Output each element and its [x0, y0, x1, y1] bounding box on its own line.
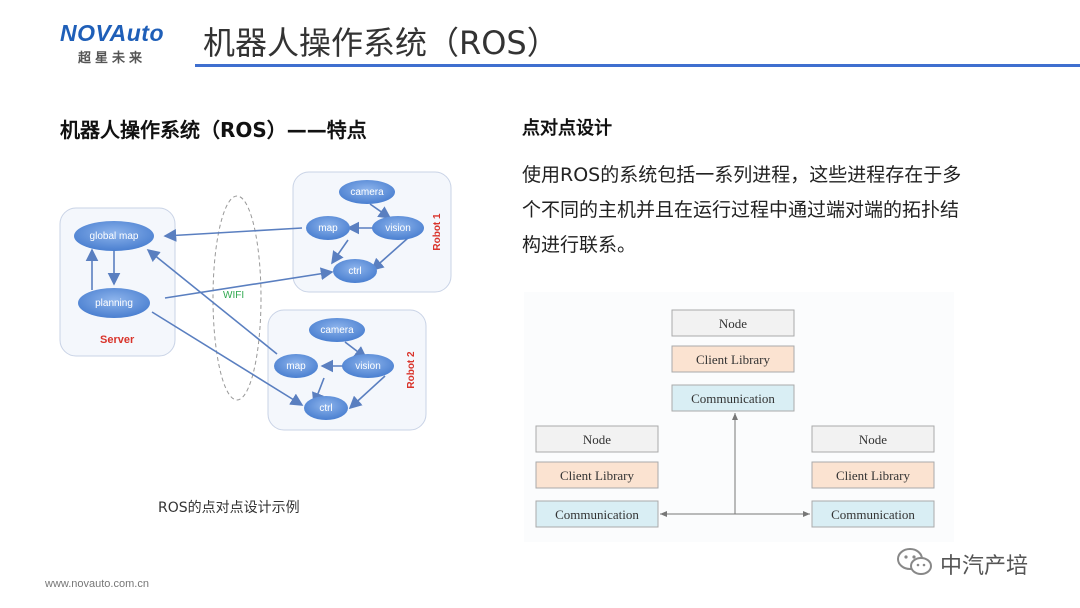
right-layer-node [811, 425, 935, 453]
watermark-text: 中汽产培 [940, 554, 1029, 579]
left-heading: 机器人操作系统（ROS）——特点 [60, 118, 367, 142]
ros-p2p-diagram: global map planning camera map vision ct… [59, 171, 452, 431]
node-vision-r1 [372, 216, 424, 240]
node-planning [78, 288, 150, 318]
label-global-map: global map [90, 231, 139, 242]
label-vision-r2: vision [355, 361, 381, 372]
left-layer-node [535, 425, 659, 453]
left-layer-communication [535, 500, 659, 528]
left-client-label: Client Library [560, 468, 635, 483]
right-comm-label: Communication [831, 507, 915, 522]
right-node-label: Node [859, 432, 887, 447]
left-node-label: Node [583, 432, 611, 447]
label-camera-r2: camera [320, 325, 354, 336]
top-layer-node [671, 309, 795, 337]
node-ctrl-r1 [333, 259, 377, 283]
robot1-label: Robot 1 [432, 213, 443, 251]
wifi-zone [212, 195, 262, 401]
label-vision-r1: vision [385, 223, 411, 234]
node-camera-r2 [309, 318, 365, 342]
top-comm-label: Communication [691, 391, 775, 406]
top-client-label: Client Library [696, 352, 771, 367]
description-paragraph: 使用ROS的系统包括一系列进程，这些进程存在于多个不同的主机并且在运行过程中通过… [522, 164, 962, 256]
right-layer-communication [811, 500, 935, 528]
footer-url: www.novauto.com.cn [45, 578, 149, 590]
figure-caption: ROS的点对点设计示例 [158, 500, 300, 516]
node-vision-r2 [342, 354, 394, 378]
top-node-label: Node [719, 316, 747, 331]
left-layer-client-library [535, 461, 659, 489]
label-camera-r1: camera [350, 187, 384, 198]
page-title: 机器人操作系统（ROS） [203, 24, 559, 62]
label-planning: planning [95, 298, 133, 309]
label-map-r1: map [318, 223, 338, 234]
wifi-label: WIFI [223, 290, 244, 301]
top-layer-communication [671, 384, 795, 412]
left-comm-label: Communication [555, 507, 639, 522]
right-heading: 点对点设计 [522, 118, 612, 139]
company-logo-subtext: 超星未来 [78, 51, 147, 66]
top-layer-client-library [671, 345, 795, 373]
node-camera-r1 [339, 180, 395, 204]
robot2-label: Robot 2 [406, 351, 417, 389]
label-map-r2: map [286, 361, 306, 372]
title-underline [195, 64, 1080, 67]
right-layer-client-library [811, 461, 935, 489]
right-client-label: Client Library [836, 468, 911, 483]
wechat-icon [897, 548, 932, 575]
company-logo: NOVAuto [60, 20, 165, 46]
node-map-r2 [274, 354, 318, 378]
label-ctrl-r2: ctrl [319, 403, 332, 414]
node-map-r1 [306, 216, 350, 240]
label-ctrl-r1: ctrl [348, 266, 361, 277]
node-ctrl-r2 [304, 396, 348, 420]
server-label: Server [100, 334, 135, 346]
ros-stack-diagram: Node Client Library Communication Node C… [524, 292, 954, 542]
node-global-map [74, 221, 154, 251]
